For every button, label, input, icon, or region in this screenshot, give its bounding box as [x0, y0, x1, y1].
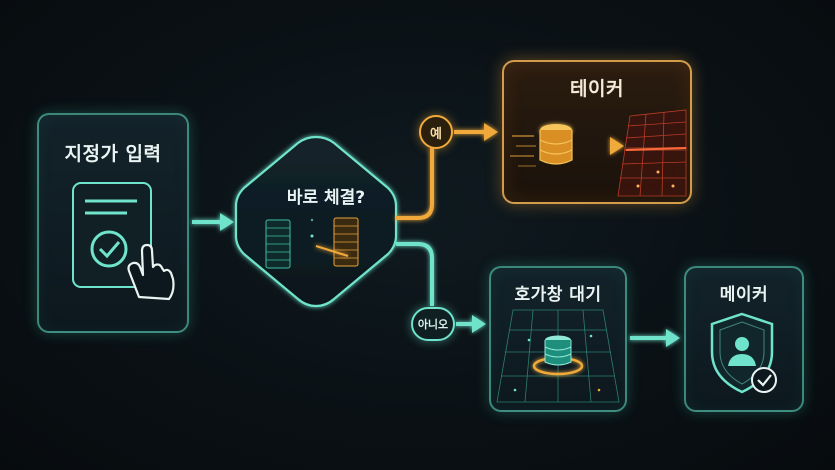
- no-branch-badge: 아니오: [411, 307, 455, 341]
- maker-node-title: 메이커: [719, 285, 769, 305]
- input-node-card: 지정가 입력: [37, 113, 189, 333]
- shield-user-check-icon: [710, 312, 777, 394]
- arrow-queue-to-maker: [630, 329, 680, 347]
- queue-node-card: 호가창 대기: [489, 266, 627, 412]
- arrow-decision-to-queue: [396, 242, 486, 333]
- orderbook-match-icon: [265, 217, 359, 269]
- input-node-title: 지정가 입력: [64, 143, 162, 165]
- decision-node-title: 바로 체결?: [286, 188, 366, 208]
- arrow-input-to-decision: [192, 213, 234, 231]
- taker-node-card: 테이커: [502, 60, 692, 204]
- taker-node-title: 테이커: [570, 78, 624, 100]
- arrow-decision-to-taker: [396, 123, 498, 220]
- decision-diamond: [234, 135, 398, 308]
- yes-branch-badge: 예: [419, 115, 453, 149]
- document-check-pointer-icon: [72, 182, 175, 301]
- database-grid-icon: [496, 309, 620, 403]
- maker-node-card: 메이커: [684, 266, 804, 412]
- database-arrow-orderbook-icon: [510, 109, 687, 197]
- queue-node-title: 호가창 대기: [514, 285, 602, 305]
